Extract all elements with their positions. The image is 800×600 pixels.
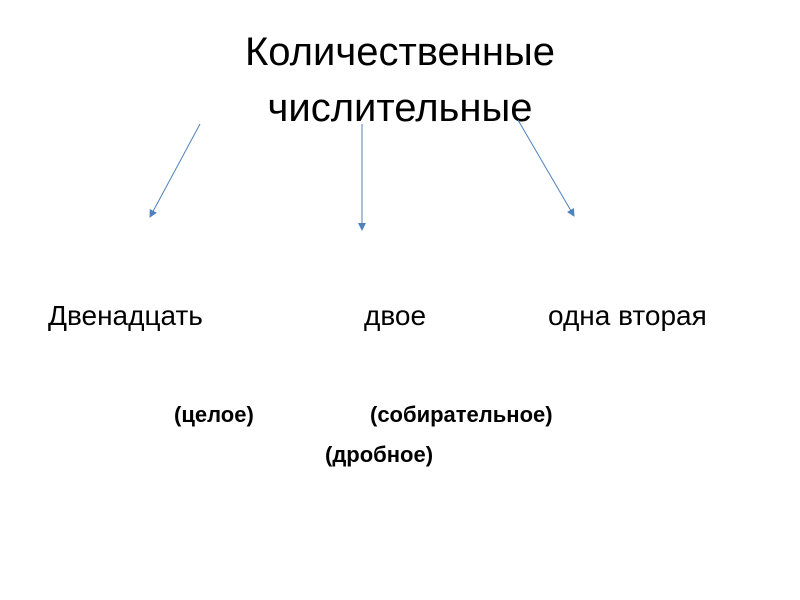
title-line-1: Количественные — [245, 30, 555, 74]
title-line-2: числительные — [267, 86, 533, 130]
note-collective: (собирательное) — [370, 402, 553, 427]
arrow-right — [517, 119, 575, 217]
note-fractional: (дробное) — [325, 442, 434, 467]
slide-title: Количественные числительные — [100, 24, 700, 136]
numeral-collective: двое — [364, 300, 427, 331]
arrow-left — [149, 123, 201, 218]
numeral-fractional: одна вторая — [548, 300, 707, 331]
numeral-cardinal: Двенадцать — [48, 300, 203, 331]
note-whole: (целое) — [174, 402, 254, 427]
